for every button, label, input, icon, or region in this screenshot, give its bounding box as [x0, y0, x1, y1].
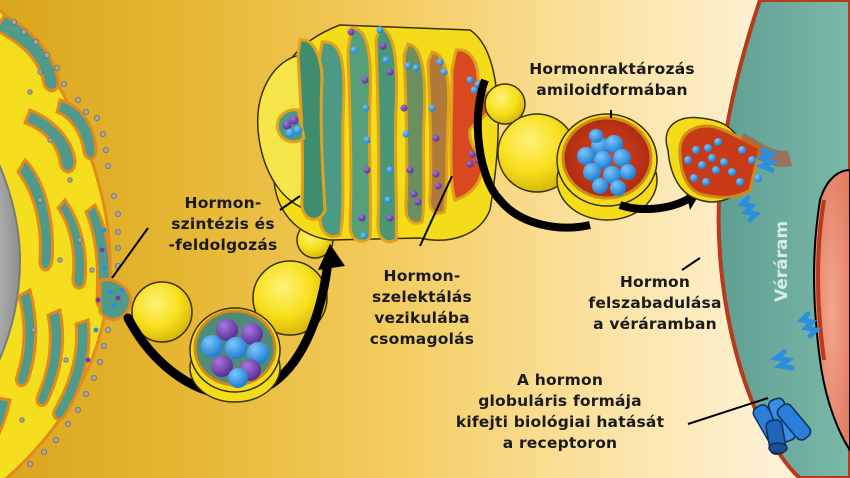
label-line: a receptoron — [502, 434, 618, 452]
blood-cell — [813, 168, 850, 452]
leader-lines — [111, 110, 769, 425]
exocytosis-vesicle — [665, 116, 793, 203]
label-bloodstream: Véráram — [772, 220, 792, 302]
secretory-granule — [473, 78, 702, 232]
label-line: szelektálás — [372, 288, 472, 306]
label-line: globuláris formája — [478, 392, 642, 410]
released-hormone-particles — [684, 138, 762, 186]
label-release: Hormon felszabadulása a véráramban — [580, 272, 730, 335]
label-packaging: Hormon- szelektálás vezikulába csomagolá… — [362, 266, 482, 350]
label-synthesis: Hormon- szintézis és -feldolgozás — [148, 193, 298, 256]
amyloid-hormone-cluster — [577, 129, 636, 196]
label-line: Hormon- — [383, 267, 461, 285]
endoplasmic-reticulum — [0, 8, 132, 478]
label-line: szintézis és — [171, 215, 275, 233]
label-line: amiloidformában — [536, 81, 688, 99]
nascent-hormone-particles — [85, 227, 125, 363]
label-line: -feldolgozás — [168, 236, 278, 254]
label-line: csomagolás — [369, 330, 475, 348]
transport-vesicle-group — [123, 221, 345, 403]
blood-vessel — [716, 0, 850, 478]
label-line: Hormon — [619, 273, 691, 291]
nucleus — [0, 164, 22, 361]
label-storage: Hormonraktározás amiloidformában — [522, 59, 702, 101]
membrane-receptor — [752, 397, 812, 455]
label-line: kifejti biológiai hatását — [455, 413, 665, 431]
label-receptor-action: A hormon globuláris formája kifejti biol… — [440, 370, 680, 454]
hormone-helix-group — [736, 147, 822, 371]
label-line: A hormon — [516, 371, 604, 389]
label-line: a véráramban — [593, 315, 717, 333]
label-line: felszabadulása — [588, 294, 722, 312]
label-line: Hormon- — [184, 194, 262, 212]
label-line: vezikulába — [374, 309, 470, 327]
label-line: Hormonraktározás — [529, 60, 695, 78]
